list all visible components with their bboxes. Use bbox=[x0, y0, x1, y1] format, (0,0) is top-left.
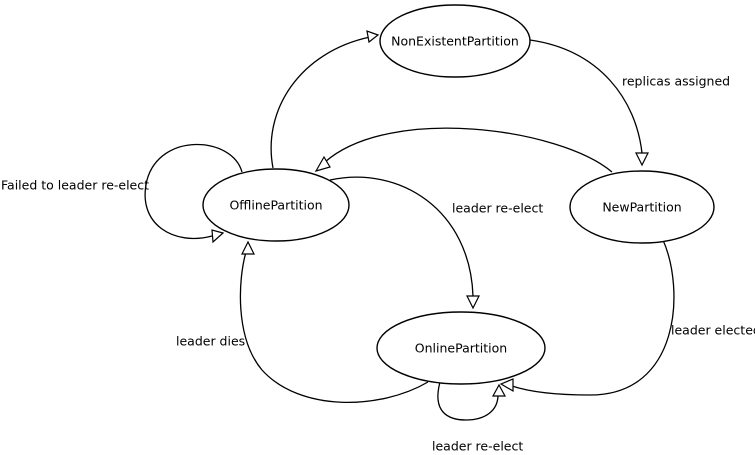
state-label-online: OnlinePartition bbox=[415, 341, 507, 356]
state-online-partition: OnlinePartition bbox=[376, 311, 546, 385]
state-label-new: NewPartition bbox=[602, 200, 681, 215]
label-online-self-reelect: leader re-elect bbox=[432, 439, 523, 454]
edge-offline-self-loop bbox=[144, 143, 243, 244]
arrowhead bbox=[499, 378, 514, 393]
state-offline-partition: OfflinePartition bbox=[202, 168, 350, 242]
arrowhead bbox=[491, 383, 507, 397]
label-leader-dies: leader dies bbox=[176, 334, 245, 349]
label-leader-elected: leader elected bbox=[671, 323, 755, 338]
edge-offline-to-nonexistent bbox=[270, 30, 380, 169]
state-new-partition: NewPartition bbox=[569, 170, 715, 244]
arrowhead bbox=[211, 229, 225, 244]
state-label-nonexistent: NonExistentPartition bbox=[391, 34, 519, 49]
edge-new-to-offline bbox=[314, 127, 613, 173]
label-leader-reelect: leader re-elect bbox=[452, 201, 543, 216]
edge-nonexistent-to-new bbox=[529, 39, 649, 167]
arrowhead bbox=[314, 155, 331, 172]
label-replicas-assigned: replicas assigned bbox=[622, 74, 730, 89]
state-nonexistent-partition: NonExistentPartition bbox=[379, 4, 531, 78]
arrowhead bbox=[241, 240, 255, 255]
arrowhead bbox=[466, 295, 480, 310]
arrowhead bbox=[366, 30, 380, 44]
edge-online-self-loop bbox=[437, 381, 507, 421]
edge-new-to-online bbox=[499, 239, 675, 396]
state-label-offline: OfflinePartition bbox=[229, 198, 322, 213]
edge-offline-to-online bbox=[329, 176, 480, 310]
edge-online-to-offline bbox=[239, 240, 429, 403]
label-failed-reelect: Failed to leader re-elect bbox=[1, 178, 149, 193]
arrowhead bbox=[635, 152, 649, 167]
